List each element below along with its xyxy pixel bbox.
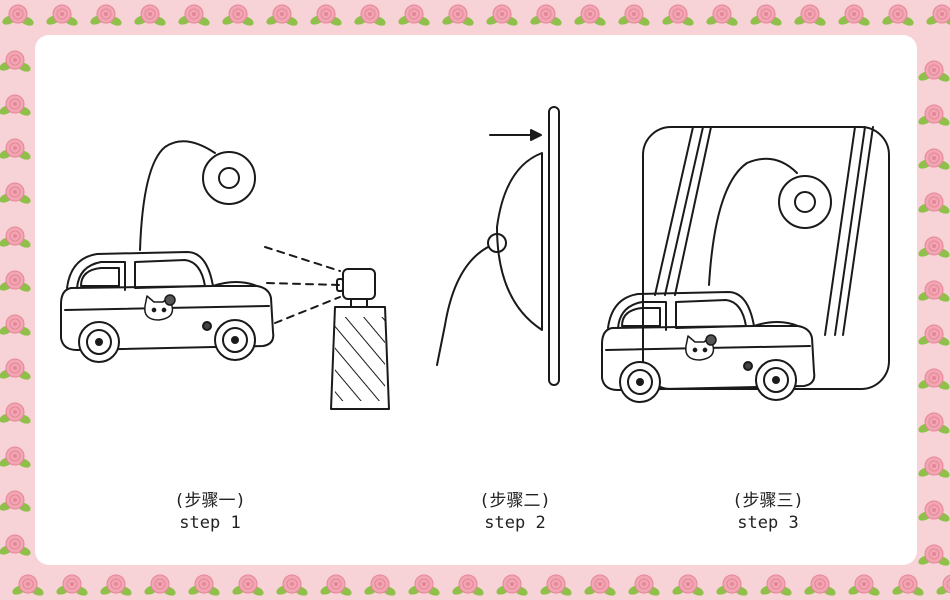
rose-icon [582, 574, 618, 599]
rose-icon [916, 236, 950, 261]
glass-pane [548, 106, 560, 386]
step-1-en-label: step 1 [179, 513, 241, 533]
rose-icon [0, 446, 33, 471]
rose-icon [308, 4, 344, 29]
rose-icon [494, 574, 530, 599]
rose-icon [792, 4, 828, 29]
cable [139, 140, 216, 251]
rose-icon [54, 574, 90, 599]
rose-icon [0, 182, 33, 207]
rose-icon [132, 4, 168, 29]
rose-icon [616, 4, 652, 29]
rose-icon [406, 574, 442, 599]
rose-icon [142, 574, 178, 599]
step-1-caption: (步骤一) step 1 [110, 490, 310, 534]
cable [708, 157, 798, 286]
window-frame [642, 126, 890, 390]
rose-icon [890, 574, 926, 599]
rose-icon [186, 574, 222, 599]
instruction-card: (步骤一) step 1 (步骤二) step 2 (步骤三) step 3 [35, 35, 917, 565]
rose-icon [0, 402, 33, 427]
rose-icon [10, 574, 46, 599]
rose-icon [0, 50, 33, 75]
step-2-cn-label: (步骤二) [479, 491, 551, 511]
rose-icon [0, 94, 33, 119]
rose-icon [528, 4, 564, 29]
step-3-illustration [601, 126, 890, 403]
spray-line [274, 296, 341, 324]
rose-icon [440, 4, 476, 29]
step-3-en-label: step 3 [737, 513, 799, 533]
rose-icon [846, 574, 882, 599]
rose-icon [0, 314, 33, 339]
rose-icon [0, 534, 33, 559]
rose-icon [916, 544, 950, 569]
rose-icon [802, 574, 838, 599]
rose-icon [396, 4, 432, 29]
rose-icon [0, 226, 33, 251]
rose-icon [176, 4, 212, 29]
rose-icon [916, 368, 950, 393]
rose-icon [626, 574, 662, 599]
rose-icon [44, 4, 80, 29]
rose-icon [670, 574, 706, 599]
rose-icon [916, 192, 950, 217]
rose-icon [88, 4, 124, 29]
rose-icon [916, 324, 950, 349]
step-1-illustration [60, 140, 390, 410]
step-3-cn-label: (步骤三) [732, 491, 804, 511]
spray-bottle-icon [330, 268, 390, 410]
rose-icon [274, 574, 310, 599]
rose-icon [748, 4, 784, 29]
step-2-caption: (步骤二) step 2 [415, 490, 615, 534]
rose-icon [538, 574, 574, 599]
rose-icon [916, 456, 950, 481]
rose-icon [924, 4, 950, 29]
rose-icon [264, 4, 300, 29]
rose-icon [220, 4, 256, 29]
rose-icon [318, 574, 354, 599]
rose-icon [916, 60, 950, 85]
rose-icon [704, 4, 740, 29]
rose-icon [98, 574, 134, 599]
rose-icon [934, 574, 950, 599]
rose-icon [916, 104, 950, 129]
rose-icon [880, 4, 916, 29]
step-2-en-label: step 2 [484, 513, 546, 533]
rose-icon [0, 4, 36, 29]
step-2-illustration [436, 106, 560, 386]
spray-line [266, 282, 341, 286]
rose-icon [916, 412, 950, 437]
rose-icon [450, 574, 486, 599]
suction-cup-side [496, 152, 543, 331]
rose-icon [916, 500, 950, 525]
rose-icon [836, 4, 872, 29]
instruction-illustration [60, 106, 890, 410]
spray-line [264, 246, 341, 272]
rose-icon [714, 574, 750, 599]
rose-icon [352, 4, 388, 29]
rose-icon [484, 4, 520, 29]
rose-icon [572, 4, 608, 29]
rose-icon [916, 148, 950, 173]
step-1-cn-label: (步骤一) [174, 491, 246, 511]
step-3-caption: (步骤三) step 3 [668, 490, 868, 534]
rose-icon [660, 4, 696, 29]
rose-icon [0, 270, 33, 295]
rose-icon [0, 358, 33, 383]
rose-icon [758, 574, 794, 599]
rose-icon [362, 574, 398, 599]
rose-icon [0, 138, 33, 163]
rose-icon [916, 280, 950, 305]
rose-icon [0, 490, 33, 515]
rose-icon [230, 574, 266, 599]
cable [436, 246, 489, 366]
